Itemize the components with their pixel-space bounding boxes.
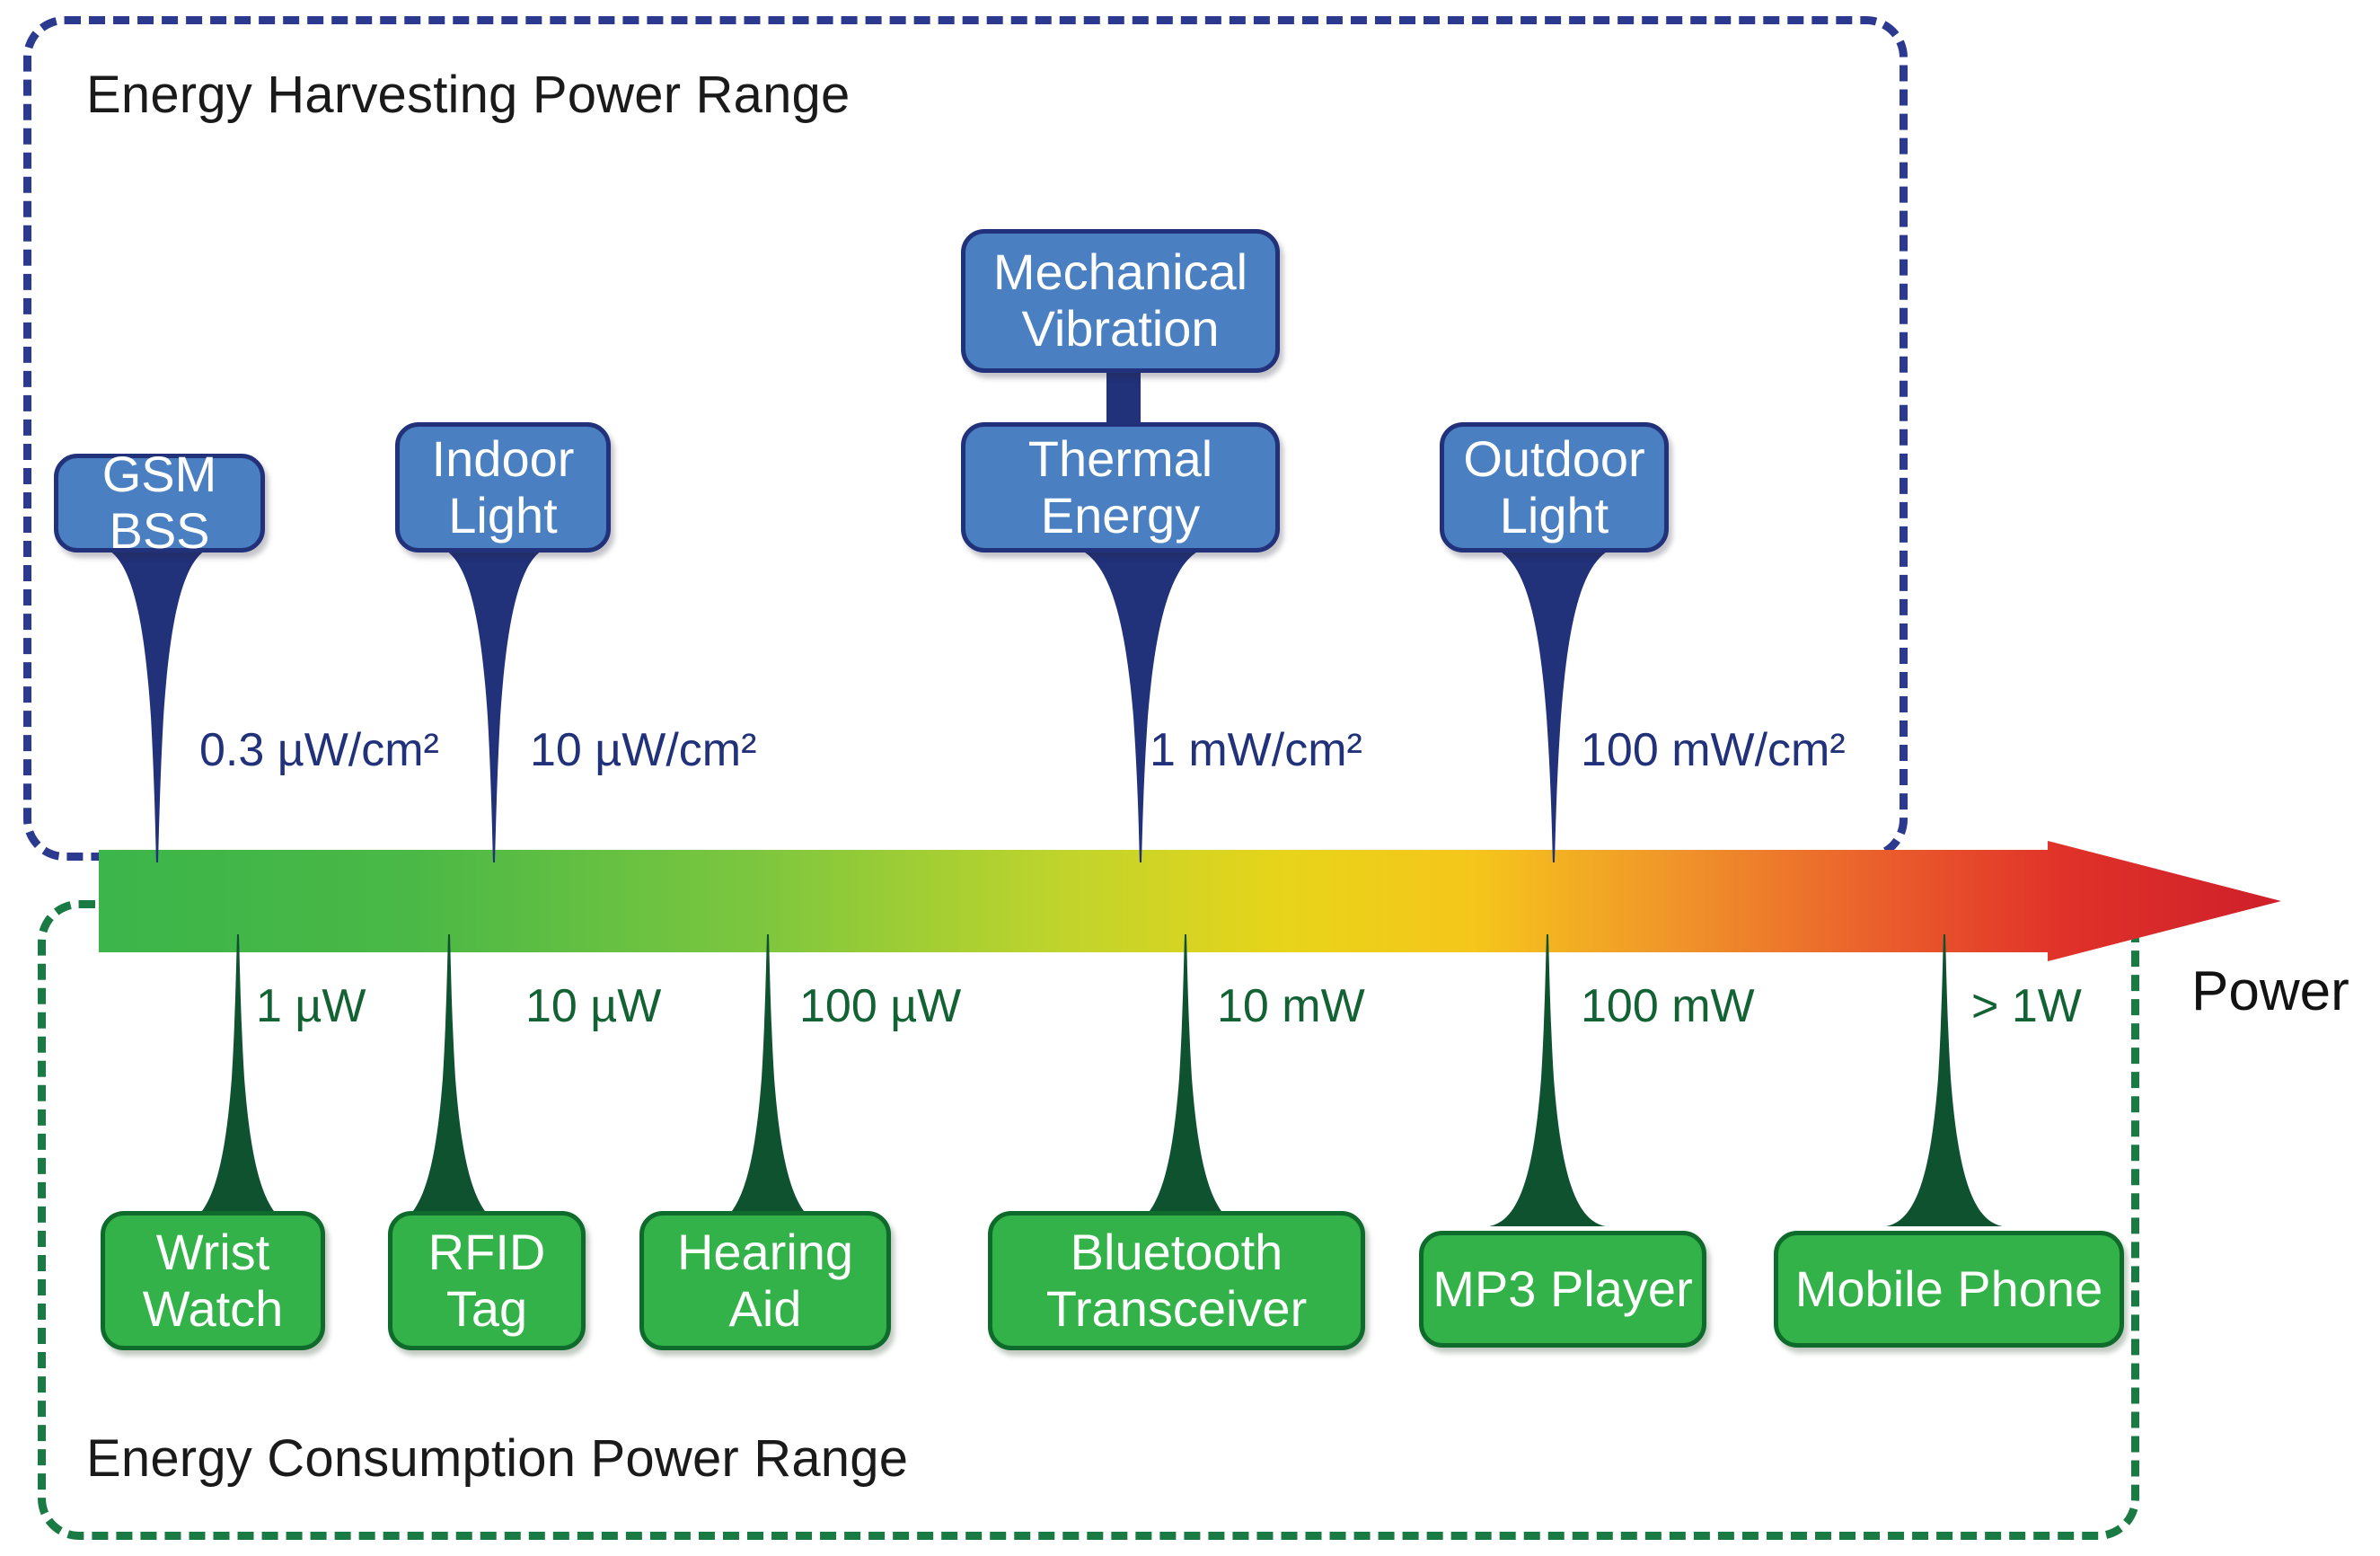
connector-mechanical-to-thermal (1106, 367, 1141, 426)
harvest-tick-indoor-light: 10 µW/cm² (530, 724, 757, 776)
power-axis-label: Power (2191, 960, 2349, 1022)
consume-node-wrist-watch-label: Wrist Watch (142, 1223, 284, 1337)
consume-node-mp3-player[interactable]: MP3 Player (1419, 1231, 1706, 1348)
harvest-node-gsm-bss-label: GSM BSS (101, 446, 217, 559)
harvest-node-indoor-light-label: Indoor Light (431, 429, 575, 544)
consume-tick-bluetooth-transceiver: 10 mW (1217, 980, 1365, 1032)
energy-harvesting-title: Energy Harvesting Power Range (86, 66, 851, 124)
harvest-node-thermal-energy-label: Thermal Energy (1027, 429, 1213, 544)
harvest-tick-gsm-bss: 0.3 µW/cm² (199, 724, 439, 776)
consume-tick-mobile-phone: > 1W (1971, 980, 2082, 1032)
harvest-node-mechanical-vibration[interactable]: Mechanical Vibration (961, 229, 1280, 373)
consume-node-rfid-tag[interactable]: RFID Tag (388, 1211, 586, 1350)
harvest-tick-outdoor-light: 100 mW/cm² (1581, 724, 1846, 776)
harvest-node-outdoor-light[interactable]: Outdoor Light (1440, 422, 1669, 553)
consume-node-bluetooth-transceiver-label: Bluetooth Transceiver (1045, 1223, 1308, 1337)
energy-consumption-title: Energy Consumption Power Range (86, 1429, 909, 1488)
harvest-node-gsm-bss[interactable]: GSM BSS (54, 446, 265, 559)
harvest-node-outdoor-light-label: Outdoor Light (1463, 429, 1645, 544)
harvest-node-indoor-light[interactable]: Indoor Light (395, 422, 611, 553)
power-axis-arrow (99, 841, 2281, 961)
consume-tick-hearing-aid: 100 µW (799, 980, 962, 1032)
consume-node-mp3-player-label: MP3 Player (1432, 1260, 1693, 1317)
harvest-node-mechanical-vibration-label: Mechanical Vibration (992, 243, 1248, 357)
consume-tick-rfid-tag: 10 µW (525, 980, 662, 1032)
consume-node-bluetooth-transceiver[interactable]: Bluetooth Transceiver (988, 1211, 1365, 1350)
consume-node-hearing-aid-label: Hearing Aid (676, 1223, 854, 1337)
consume-node-rfid-tag-label: RFID Tag (428, 1223, 546, 1337)
consume-node-hearing-aid[interactable]: Hearing Aid (639, 1211, 891, 1350)
consume-tick-wrist-watch: 1 µW (256, 980, 366, 1032)
consume-node-mobile-phone-label: Mobile Phone (1794, 1260, 2103, 1317)
consume-tick-mp3-player: 100 mW (1581, 980, 1755, 1032)
harvest-tick-thermal-energy: 1 mW/cm² (1150, 724, 1362, 776)
harvest-node-thermal-energy[interactable]: Thermal Energy (961, 422, 1280, 553)
consume-node-wrist-watch[interactable]: Wrist Watch (101, 1211, 325, 1350)
consume-node-mobile-phone[interactable]: Mobile Phone (1774, 1231, 2124, 1348)
